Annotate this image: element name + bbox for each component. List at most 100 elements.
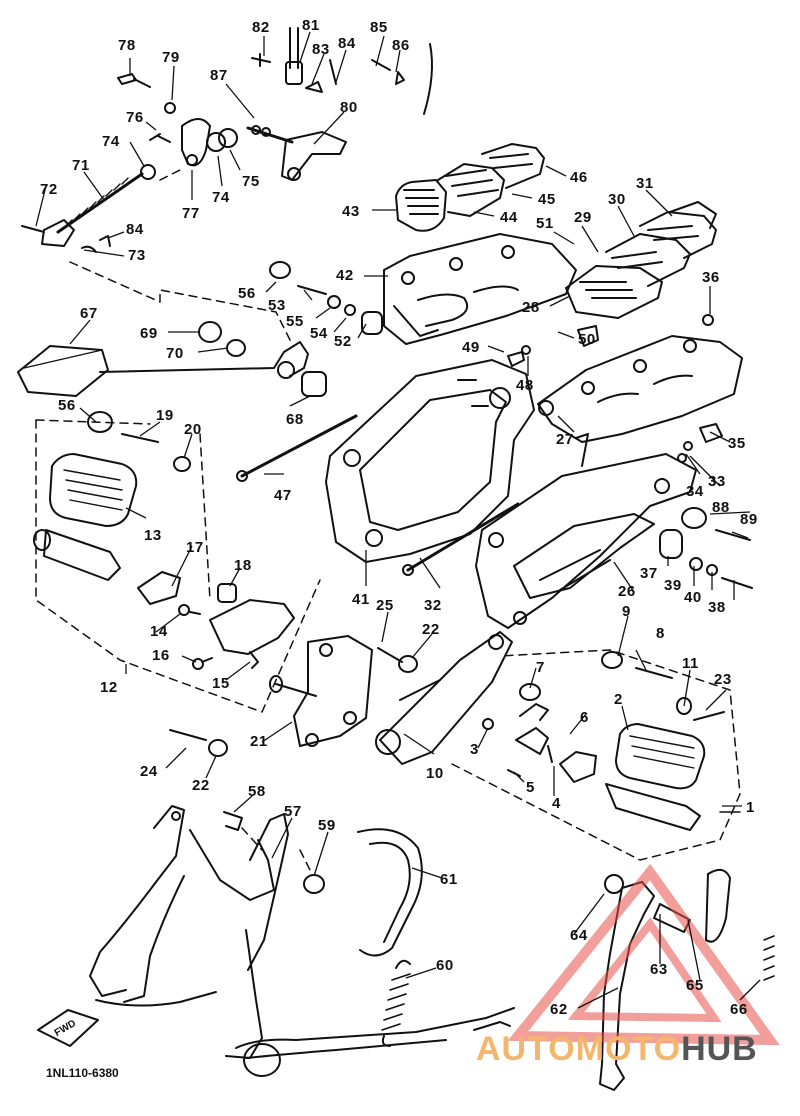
stand-hook-plate	[357, 828, 423, 957]
callout-73: 73	[128, 247, 146, 264]
callout-11: 11	[682, 655, 699, 672]
callout-66: 66	[730, 1001, 748, 1018]
callout-53: 53	[268, 297, 286, 314]
callout-9: 9	[622, 603, 631, 620]
callout-77: 77	[182, 205, 200, 222]
callout-74b: 74	[212, 189, 230, 206]
callout-34: 34	[686, 483, 704, 500]
callout-62: 62	[550, 1001, 568, 1018]
callout-48: 48	[516, 377, 534, 394]
callout-4: 4	[552, 795, 561, 812]
callout-1: 1	[746, 799, 755, 816]
callout-39: 39	[664, 577, 682, 594]
callout-24: 24	[140, 763, 158, 780]
callout-7: 7	[536, 659, 545, 676]
callout-21: 21	[250, 733, 268, 750]
callout-57: 57	[284, 803, 302, 820]
callout-84b: 84	[126, 221, 144, 238]
callout-51: 51	[536, 215, 554, 232]
callout-64: 64	[570, 927, 588, 944]
callout-88: 88	[712, 499, 730, 516]
callout-30: 30	[608, 191, 626, 208]
callout-86: 86	[392, 37, 410, 54]
callout-44: 44	[500, 209, 518, 226]
callout-75: 75	[242, 173, 260, 190]
rider-footrest-bracket	[537, 335, 743, 467]
callout-26: 26	[618, 583, 636, 600]
callout-83: 83	[312, 41, 330, 58]
callout-17: 17	[186, 539, 204, 556]
callout-10: 10	[426, 765, 444, 782]
shift-rod-linkage	[21, 27, 433, 253]
callout-28: 28	[522, 299, 540, 316]
callout-12: 12	[100, 679, 118, 696]
callout-69: 69	[140, 325, 158, 342]
callout-65: 65	[686, 977, 704, 994]
callout-47: 47	[274, 487, 292, 504]
callout-67: 67	[80, 305, 98, 322]
callout-14: 14	[150, 623, 168, 640]
callout-8: 8	[656, 625, 665, 642]
return-spring	[381, 959, 411, 1047]
callout-55: 55	[286, 313, 304, 330]
callout-31: 31	[636, 175, 654, 192]
callout-76: 76	[126, 109, 144, 126]
fwd-arrow	[37, 1009, 99, 1047]
callout-3: 3	[470, 741, 479, 758]
watermark-text-main: AUTOMOTO	[476, 1030, 682, 1068]
callout-16: 16	[152, 647, 170, 664]
main-stand	[89, 805, 515, 1077]
callout-49: 49	[462, 339, 480, 356]
callout-74: 74	[102, 133, 120, 150]
callout-81: 81	[302, 17, 320, 34]
callout-54: 54	[310, 325, 328, 342]
callout-29: 29	[574, 209, 592, 226]
right-rider-footrest-box	[451, 649, 741, 861]
callout-23: 23	[714, 671, 732, 688]
callout-82: 82	[252, 19, 270, 36]
watermark-triangle	[507, 863, 780, 1046]
leader-lines	[35, 31, 761, 1009]
brake-arm	[375, 631, 513, 765]
callout-50: 50	[578, 331, 596, 348]
callout-63: 63	[650, 961, 668, 978]
callout-36: 36	[702, 269, 720, 286]
main-step-frame-left	[325, 359, 535, 563]
callout-78: 78	[118, 37, 136, 54]
callout-79: 79	[162, 49, 180, 66]
callout-87: 87	[210, 67, 228, 84]
watermark-logo: AUTOMOTOHUB	[476, 1030, 758, 1069]
front-footrest-pad-assembly	[565, 201, 717, 319]
callout-27: 27	[556, 431, 574, 448]
callout-52: 52	[334, 333, 352, 350]
callout-70: 70	[166, 345, 184, 362]
callout-72: 72	[40, 181, 58, 198]
shift-linkage-guideline	[69, 167, 293, 345]
callout-20: 20	[184, 421, 202, 438]
long-bolt-47	[240, 414, 358, 478]
callout-59: 59	[318, 817, 336, 834]
bracket-fasteners	[87, 261, 753, 589]
long-bolt-32	[406, 502, 520, 572]
callout-40: 40	[684, 589, 702, 606]
callout-84: 84	[338, 35, 356, 52]
callout-22: 22	[422, 621, 440, 638]
callout-71: 71	[72, 157, 90, 174]
footrest-mount-bracket	[169, 635, 725, 757]
callout-60: 60	[436, 957, 454, 974]
callout-18: 18	[234, 557, 252, 574]
callout-15: 15	[212, 675, 230, 692]
right-rider-footrest	[482, 703, 706, 831]
main-step-frame-right	[475, 453, 697, 629]
callout-5: 5	[526, 779, 535, 796]
rear-footrest-pad-assembly	[395, 143, 545, 232]
callout-6: 6	[580, 709, 589, 726]
callout-37: 37	[640, 565, 658, 582]
callout-38: 38	[708, 599, 726, 616]
callout-61: 61	[440, 871, 458, 888]
callout-85: 85	[370, 19, 388, 36]
callout-35: 35	[728, 435, 746, 452]
callout-25: 25	[376, 597, 394, 614]
